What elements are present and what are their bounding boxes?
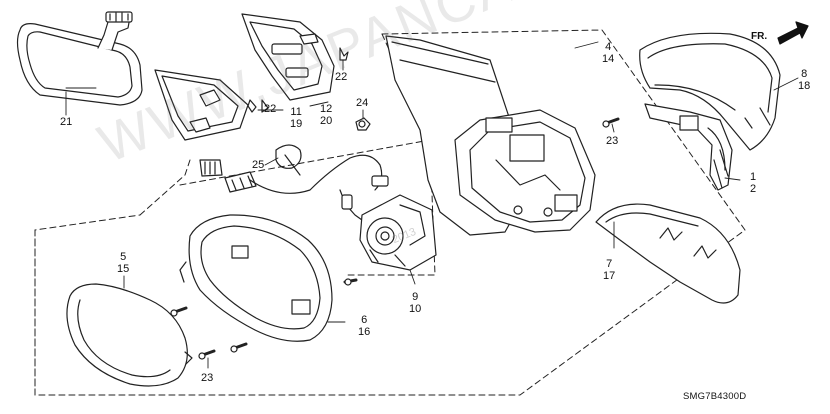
screw-actuator <box>343 278 358 286</box>
wire-harness <box>199 144 389 221</box>
callout-6-16: 6 16 <box>358 314 371 338</box>
front-direction-arrow <box>777 21 809 45</box>
mirror-actuator <box>359 194 437 271</box>
mirror-glass <box>66 283 193 387</box>
screws-holder <box>170 306 248 360</box>
callout-21: 21 <box>60 116 73 128</box>
callout-1-2: 1 2 <box>750 171 757 195</box>
front-direction-label: FR. <box>751 31 768 42</box>
diagram-code: SMG7B4300D <box>683 391 747 402</box>
callout-12-20: 12 20 <box>320 103 333 127</box>
lower-cover <box>595 203 741 304</box>
callout-23-lower: 23 <box>201 372 214 384</box>
callout-9-10: 9 10 <box>409 291 422 315</box>
callout-11-19: 11 19 <box>290 106 303 130</box>
turn-signal-lamp <box>644 103 733 191</box>
callout-22-lower: 22 <box>264 103 277 115</box>
rear-view-mirror <box>16 11 143 106</box>
callout-4-14: 4 14 <box>602 41 615 65</box>
screw-skull-cap <box>602 117 620 128</box>
callout-25: 25 <box>252 159 265 171</box>
assembly-outline <box>34 29 746 396</box>
clips <box>247 47 371 131</box>
callout-24: 24 <box>356 97 369 109</box>
mirror-base-frame <box>454 109 596 233</box>
callout-7-17: 7 17 <box>603 258 616 282</box>
callout-23-upper: 23 <box>606 135 619 147</box>
inner-garnish-upper <box>241 13 335 101</box>
inner-garnish-lower <box>154 69 249 141</box>
mirror-holder <box>179 214 333 342</box>
callout-5-15: 5 15 <box>117 251 130 275</box>
leader-lines <box>65 41 799 369</box>
callout-8-18: 8 18 <box>798 68 811 92</box>
skull-cap <box>639 32 781 151</box>
callout-22-upper: 22 <box>335 71 348 83</box>
